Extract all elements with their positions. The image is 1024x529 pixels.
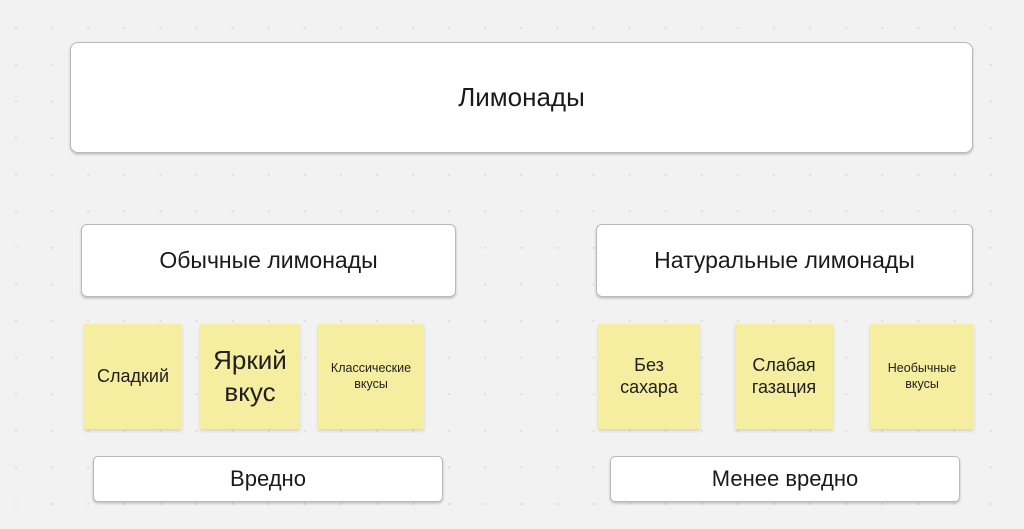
- sticky-note-natural-3-label: Необычные вкусы: [887, 361, 957, 391]
- root-node-lemonades[interactable]: Лимонады: [70, 42, 973, 153]
- category-node-ordinary-label: Обычные лимонады: [159, 247, 378, 273]
- sticky-note-ordinary-3[interactable]: Классические вкусы: [318, 324, 424, 429]
- sticky-note-ordinary-2[interactable]: Яркий вкус: [200, 324, 300, 429]
- sticky-note-natural-2[interactable]: Слабая газация: [735, 324, 833, 429]
- sticky-note-ordinary-2-label: Яркий вкус: [213, 344, 287, 407]
- category-node-natural[interactable]: Натуральные лимонады: [596, 224, 973, 297]
- sticky-note-natural-1[interactable]: Без сахара: [598, 324, 700, 429]
- sticky-note-ordinary-1-label: Сладкий: [97, 365, 169, 386]
- verdict-node-ordinary[interactable]: Вредно: [93, 456, 443, 502]
- verdict-node-ordinary-label: Вредно: [230, 466, 306, 491]
- sticky-note-natural-2-label: Слабая газация: [751, 354, 817, 397]
- sticky-note-ordinary-3-label: Классические вкусы: [330, 361, 412, 391]
- sticky-note-natural-1-label: Без сахара: [620, 354, 678, 397]
- category-node-natural-label: Натуральные лимонады: [654, 247, 915, 273]
- verdict-node-natural-label: Менее вредно: [711, 466, 859, 491]
- sticky-note-ordinary-1[interactable]: Сладкий: [84, 324, 182, 429]
- root-node-label: Лимонады: [458, 82, 585, 112]
- sticky-note-natural-3[interactable]: Необычные вкусы: [870, 324, 974, 429]
- category-node-ordinary[interactable]: Обычные лимонады: [81, 224, 456, 297]
- verdict-node-natural[interactable]: Менее вредно: [610, 456, 960, 502]
